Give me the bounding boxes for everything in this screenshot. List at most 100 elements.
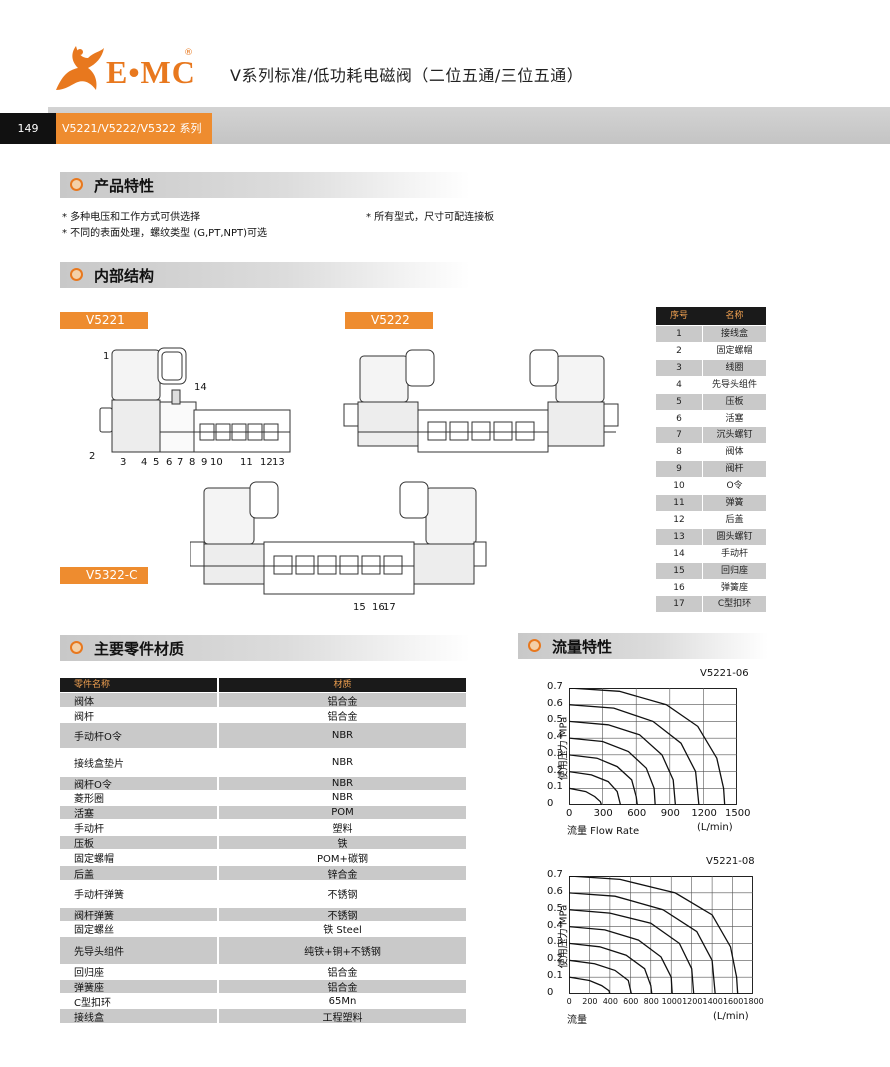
callout-label: 4	[141, 457, 148, 468]
callout-label: 7	[177, 457, 184, 468]
material-value: 铝合金	[219, 965, 466, 979]
material-part-name: 阀杆弹簧	[60, 908, 217, 922]
x-tick-label: 600	[623, 997, 639, 1006]
y-axis-label: 使用压力 MPa	[558, 716, 570, 780]
callout-label: 14	[194, 382, 207, 393]
part-name: 接线盒	[703, 326, 766, 342]
y-tick-label: 0.6	[547, 885, 563, 897]
phoenix-icon	[56, 46, 104, 90]
registered-mark: ®	[184, 48, 193, 58]
y-tick-label: 0.3	[547, 747, 563, 759]
section-title: 产品特性	[94, 177, 155, 195]
material-value: NBR	[219, 750, 466, 775]
part-name: O令	[703, 478, 766, 495]
y-tick-label: 0.4	[547, 731, 563, 743]
x-tick-label: 300	[593, 808, 613, 819]
section-materials: 主要零件材质	[60, 635, 470, 661]
callout-label: 12	[260, 457, 273, 468]
callout-label: 15	[353, 602, 366, 613]
material-value: NBR	[219, 723, 466, 748]
part-name: 先导头组件	[703, 376, 766, 393]
material-part-name: 手动杆弹簧	[60, 881, 217, 906]
x-tick-label: 1400	[702, 997, 723, 1006]
x-axis-unit: (L/min)	[697, 822, 733, 833]
bullet-icon	[528, 639, 541, 652]
x-tick-label: 900	[660, 808, 680, 819]
part-name: 线圈	[703, 359, 766, 376]
part-name: 后盖	[703, 511, 766, 528]
x-axis-label: 流量 Flow Rate	[567, 826, 640, 837]
y-tick-label: 0.3	[547, 936, 563, 948]
y-tick-label: 0.6	[547, 697, 563, 709]
x-tick-label: 1600	[722, 997, 744, 1006]
section-features: 产品特性	[60, 172, 470, 198]
series-line	[569, 688, 726, 805]
series-line	[569, 876, 739, 994]
material-value: 铁	[219, 836, 466, 850]
part-number: 5	[656, 393, 702, 410]
feature-item: * 多种电压和工作方式可供选择	[62, 212, 201, 223]
y-tick-label: 0.2	[547, 953, 563, 965]
series-line	[569, 704, 700, 805]
part-number: 9	[656, 461, 702, 478]
y-tick-label: 0.7	[547, 869, 563, 880]
model-tag-v5221: V5221	[60, 312, 148, 329]
series-line	[569, 892, 716, 994]
material-value: 锌合金	[219, 866, 466, 881]
part-number: 11	[656, 495, 702, 511]
chart-plot	[569, 876, 753, 994]
part-number: 8	[656, 444, 702, 461]
x-tick-label: 200	[582, 997, 598, 1006]
feature-item: * 所有型式，尺寸可配连接板	[366, 212, 495, 223]
material-part-name: 接线盒垫片	[60, 750, 217, 775]
series-line	[569, 942, 653, 994]
part-number: 1	[656, 326, 702, 342]
series-line	[569, 737, 656, 805]
material-part-name: C型扣环	[60, 995, 217, 1009]
plot-frame	[569, 688, 737, 805]
section-title: 流量特性	[552, 638, 613, 656]
material-value: 铝合金	[219, 708, 466, 723]
material-value: 工程塑料	[219, 1009, 466, 1024]
x-tick-label: 1200	[691, 808, 717, 819]
part-name: 弹簧座	[703, 579, 766, 596]
x-tick-label: 800	[643, 997, 659, 1006]
plot-frame	[569, 876, 753, 994]
part-name: 回归座	[703, 562, 766, 579]
model-tag-v5222: V5222	[345, 312, 433, 329]
bullet-icon	[70, 268, 83, 281]
materials-header-part: 零件名称	[60, 678, 217, 692]
y-tick-label: 0.7	[547, 681, 563, 692]
callout-label: 17	[383, 602, 396, 613]
series-line	[569, 976, 611, 994]
y-tick-label: 0.1	[547, 970, 563, 982]
series-label: V5221/V5222/V5322 系列	[56, 113, 212, 144]
part-number: 15	[656, 562, 702, 579]
part-number: 2	[656, 342, 702, 359]
y-tick-label: 0.2	[547, 764, 563, 776]
part-number: 4	[656, 376, 702, 393]
callout-label: 10	[210, 457, 223, 468]
material-value: 塑料	[219, 821, 466, 835]
callout-label: 9	[201, 457, 208, 468]
y-tick-label: 0.5	[547, 714, 563, 726]
y-tick-label: 0	[547, 987, 554, 998]
chart-title: V5221-06	[700, 668, 749, 679]
header-name: 名称	[725, 311, 744, 321]
bullet-icon	[70, 178, 83, 191]
material-value: NBR	[219, 777, 466, 790]
series-line	[569, 754, 638, 805]
callout-label: 8	[189, 457, 196, 468]
brand-logo: E•MC ®	[48, 40, 218, 96]
material-value: POM	[219, 806, 466, 819]
part-name: 手动杆	[703, 545, 766, 562]
feature-item: * 不同的表面处理，螺纹类型 (G,PT,NPT)可选	[62, 228, 268, 239]
material-part-name: 弹簧座	[60, 980, 217, 994]
part-name: 固定螺帽	[703, 342, 766, 359]
callout-label: 11	[240, 457, 253, 468]
